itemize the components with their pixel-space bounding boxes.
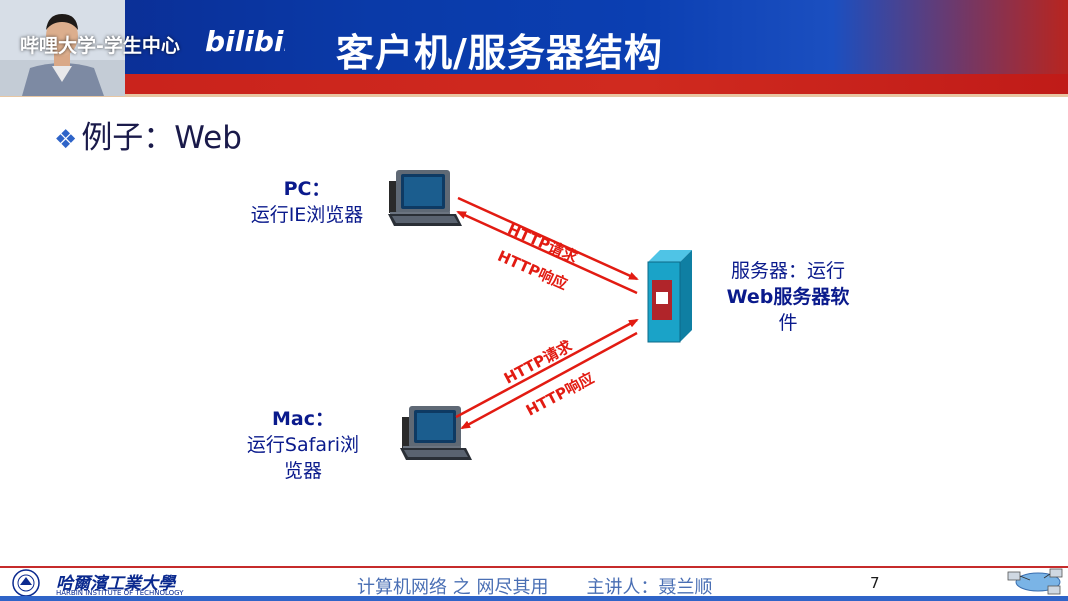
bullet-point: ❖例子：Web [54,112,242,157]
university-name-cn: 哈爾濱工業大學 [56,574,175,594]
server-label-line-1: 服务器：运行 [730,260,845,282]
slide-title: 客户机/服务器结构 [336,31,663,75]
diamond-bullet-icon: ❖ [54,125,78,155]
footer-divider [0,566,1068,568]
header-divider [0,94,1068,97]
bilibili-logo-text: bilibili [205,25,285,58]
lecturer-name: 主讲人：聂兰顺 [586,577,713,598]
bullet-text: 例子：Web [81,120,242,156]
server-label: 服务器：运行 Web服务器软 件 [710,258,866,336]
mac-response-arrow [460,331,638,430]
server-label-line-3: 件 [778,312,798,334]
pc-label: PC： 运行IE浏览器 [232,176,382,228]
pc-label-line-2: 运行IE浏览器 [250,204,364,226]
footer-course-info: 计算机网络 之 网尽其用 主讲人：聂兰顺 [357,573,712,599]
server-label-line-2: Web服务器软 [726,286,850,308]
pc-response-arrow [456,210,638,295]
university-name-en: HARBIN INSTITUTE OF TECHNOLOGY [56,589,184,597]
presenter-image [0,0,125,96]
watermark-text: 哔哩大学-学生中心 [20,35,180,57]
network-decoration-icon [1007,568,1063,595]
footer-bottom-bar [0,596,1068,601]
course-title: 计算机网络 之 网尽其用 [357,577,549,598]
mac-label-line-3: 览器 [283,460,322,482]
webcam-feed [0,0,125,96]
pc-request-arrow [457,196,639,281]
mac-computer-icon [400,406,472,460]
bilibili-logo: bilibili [205,25,285,58]
mac-request-arrow [455,318,639,419]
page-number: 7 [870,574,880,592]
pc-computer-icon [388,170,462,226]
mac-label-line-2: 运行Safari浏 [246,434,360,456]
server-icon [647,250,692,343]
mac-label-line-1: Mac： [272,408,334,430]
http-arrows [455,196,639,430]
university-seal-icon [12,569,40,597]
pc-label-line-1: PC： [283,178,331,200]
mac-label: Mac： 运行Safari浏 览器 [228,406,378,484]
header-red-strip [0,74,1068,94]
